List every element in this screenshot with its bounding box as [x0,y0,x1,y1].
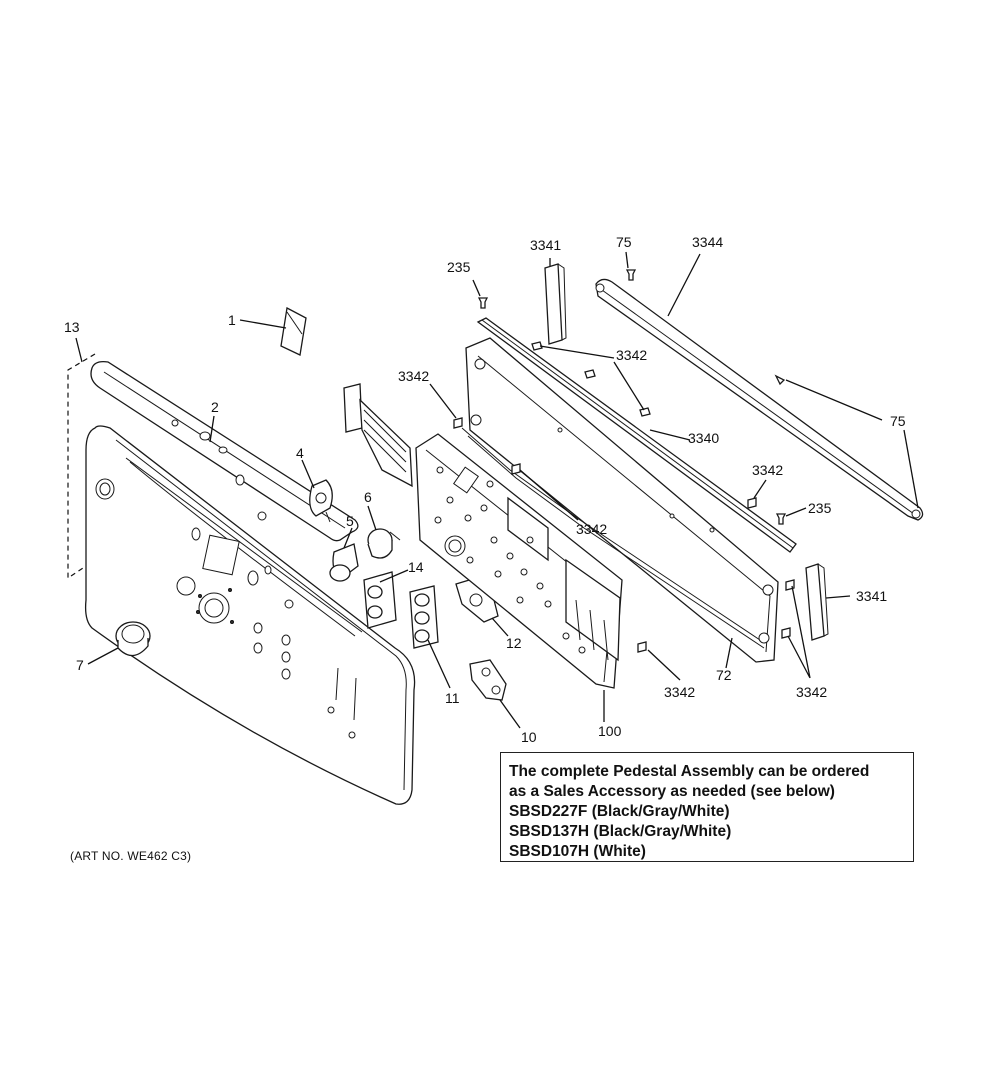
label-3344: 3344 [692,234,723,250]
label-3341-upper: 3341 [530,237,561,253]
part-1-label-sheet [280,307,307,356]
note-line-1: The complete Pedestal Assembly can be or… [509,763,870,780]
part-5-button [329,543,359,582]
label-3342-center: 3342 [576,521,607,537]
note-line-4: SBSD137H (Black/Gray/White) [509,823,732,840]
label-3342-top: 3342 [616,347,647,363]
label-12: 12 [506,635,522,651]
label-1: 1 [228,312,236,328]
label-4: 4 [296,445,304,461]
part-3341-spacer-lower [805,563,829,641]
part-4-encoder [309,479,333,523]
label-72: 72 [716,667,732,683]
label-3342-bottom: 3342 [664,684,695,700]
label-100: 100 [598,723,622,739]
label-10: 10 [521,729,537,745]
label-11: 11 [445,690,460,706]
label-7: 7 [76,657,84,673]
screw-75-right [774,374,786,386]
note-line-3: SBSD227F (Black/Gray/White) [509,803,730,820]
label-2: 2 [211,399,219,415]
label-3342-left: 3342 [398,368,429,384]
label-6: 6 [364,489,372,505]
front-console-panel [84,425,416,805]
part-6-knob-shaft [367,528,401,559]
part-13-bracket [67,353,96,580]
note-line-5: SBSD107H (White) [509,843,646,860]
note-line-2: as a Sales Accessory as needed (see belo… [509,783,835,800]
label-75-upper: 75 [616,234,632,250]
screw-75-upper [625,269,637,281]
part-7-knob [115,621,151,657]
label-14: 14 [408,559,424,575]
part-2-console-trim [90,360,359,542]
label-13: 13 [64,319,80,335]
label-75-right: 75 [890,413,906,429]
label-3342-mid-right: 3342 [752,462,783,478]
screw-235-lower [775,513,787,525]
part-3344-strip [595,278,924,521]
leader-lines [75,251,919,729]
part-3341-spacer-upper [544,263,567,345]
part-72-back-housing [461,337,779,663]
screw-235-upper [477,297,489,309]
part-100-control-board [415,433,623,689]
label-3341-lower: 3341 [856,588,887,604]
part-14-button-set [363,571,397,629]
part-3340-bar [476,317,797,553]
part-11-button-strip [409,585,439,649]
label-235-upper: 235 [447,259,471,275]
label-5: 5 [346,513,354,529]
pedestal-assembly-note: The complete Pedestal Assembly can be or… [500,752,914,862]
label-235-lower: 235 [808,500,832,516]
part-number-labels: 13 1 2 4 6 5 14 7 11 12 10 100 72 235 33… [64,234,906,745]
label-3340: 3340 [688,430,719,446]
ribbon-cable [343,383,413,488]
art-number: (ART NO. WE462 C3) [70,849,192,863]
label-3342-bottom-right: 3342 [796,684,827,700]
part-10-button [469,659,507,701]
screw-3342-set [453,341,795,653]
